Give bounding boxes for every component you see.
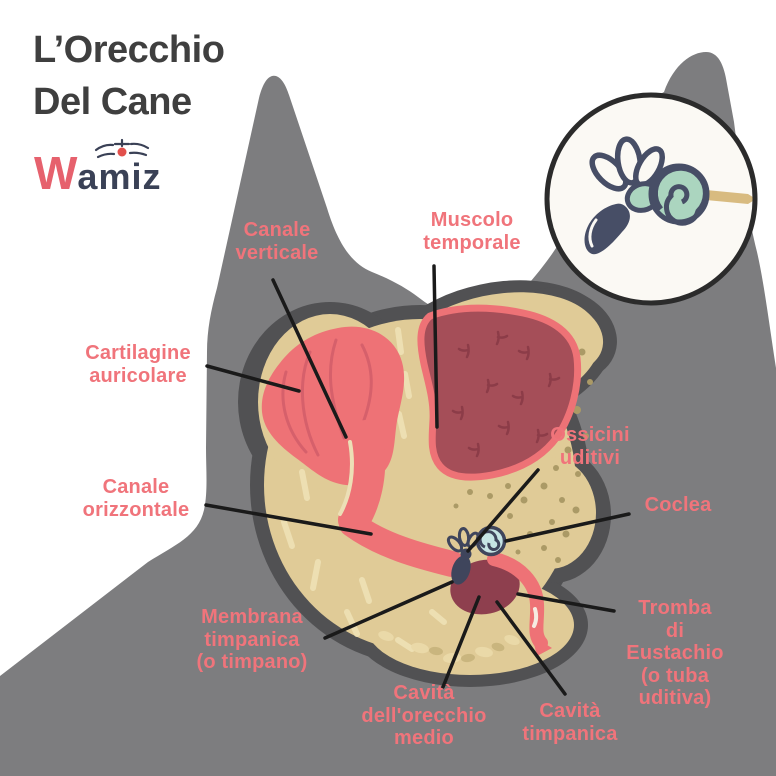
page-title: L’Orecchio Del Cane [33, 29, 225, 123]
label-tromba-eustachio: Tromba di Eustachio (o tuba uditiva) [626, 597, 724, 709]
inset-cochlea-spiral [652, 165, 708, 226]
inset-eardrum [584, 203, 630, 255]
canal-highlight [338, 440, 354, 516]
leader-tromba [516, 592, 616, 613]
cat-nose-dot [117, 147, 127, 157]
vertical-canal [338, 420, 386, 536]
leader-cavita-medio [441, 595, 481, 689]
leader-canale-verticale [271, 278, 348, 439]
eustachian-tube [487, 552, 548, 650]
inset-inner-ear [544, 92, 758, 306]
horizontal-canal [339, 511, 465, 577]
logo-letter-w: W [34, 147, 78, 199]
label-coclea: Coclea [644, 494, 712, 516]
bone-ovals-dark [429, 642, 505, 663]
leader-ossicini [466, 468, 540, 553]
tube-highlight [532, 607, 539, 628]
label-ossicini-uditivi: Ossicini uditivi [550, 424, 630, 469]
inset-nerve [706, 190, 756, 204]
cat-whiskers-icon [94, 138, 150, 159]
logo-text: amiz [77, 156, 162, 197]
ossicles [446, 527, 480, 563]
label-cartilagine-auricolare: Cartilagine auricolare [85, 342, 191, 387]
leader-membrana [323, 580, 454, 640]
leader-coclea [504, 512, 631, 543]
inset-circle-border [544, 92, 758, 306]
bone-ovals [378, 631, 520, 664]
pinna-folds [281, 338, 373, 457]
leader-lines [204, 264, 631, 696]
label-muscolo-temporale: Muscolo temporale [423, 209, 521, 254]
label-cavita-timpanica: Cavità timpanica [522, 700, 618, 745]
leader-cavita-timpanica [495, 600, 567, 696]
leader-muscolo-temporale [432, 264, 439, 429]
leader-cartilagine [205, 364, 301, 393]
eardrum [451, 555, 471, 585]
label-canale-verticale: Canale verticale [235, 219, 319, 264]
wamiz-logo: Wamiz [34, 138, 162, 199]
label-cavita-orecchio-medio: Cavità dell'orecchio medio [361, 682, 487, 749]
eustachian-tube-tip [532, 636, 552, 656]
label-membrana-timpanica: Membrana timpanica (o timpano) [196, 606, 308, 673]
muscle-texture [451, 330, 561, 458]
leader-canale-orizzontale [204, 503, 373, 536]
inset-semicircular-canals [589, 136, 665, 192]
label-canale-orizzontale: Canale orizzontale [82, 476, 190, 521]
inset-eardrum-highlight [588, 218, 598, 248]
